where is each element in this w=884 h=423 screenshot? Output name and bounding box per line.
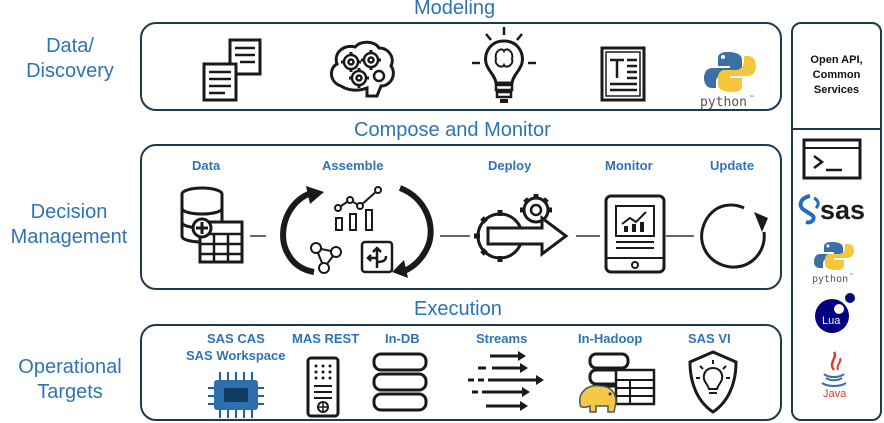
terminal-icon — [802, 138, 862, 180]
sas-wordmark: sas — [820, 195, 865, 225]
shield-lightbulb-icon — [688, 350, 738, 414]
brain-gears-icon — [330, 40, 395, 98]
compose-label-monitor: Monitor — [605, 158, 653, 173]
modeling-title: Modeling — [414, 0, 496, 19]
streams-arrows-icon — [468, 351, 544, 411]
compose-label-deploy: Deploy — [488, 158, 532, 173]
exec-label-mas-rest: MAS REST — [292, 331, 360, 346]
row-label-decision-management: Decision Management — [0, 200, 138, 250]
right-panel-divider — [791, 128, 882, 130]
execution-title: Execution — [414, 298, 502, 320]
hadoop-elephant-db-icon — [579, 352, 656, 413]
cpu-chip-icon — [208, 372, 264, 418]
python-logo-small: python ™ — [812, 242, 854, 285]
exec-label-sas-workspace: SAS Workspace — [186, 348, 286, 363]
exec-label-sas-cas: SAS CAS — [207, 331, 265, 346]
open-api-services-label: Open API, Common Services — [793, 53, 880, 98]
row-label-line: Discovery — [26, 60, 114, 82]
lua-wordmark: Lua — [822, 315, 841, 327]
row-label-operational-targets: Operational Targets — [2, 355, 138, 405]
python-logo: python ™ — [700, 52, 756, 110]
open-api-line: Open API, — [810, 54, 863, 66]
flow-arrows-icon — [360, 240, 394, 274]
java-logo: Java — [821, 351, 847, 400]
compose-label-data: Data — [192, 158, 221, 173]
python-trademark: ™ — [750, 95, 754, 102]
deploy-gear-arrow-icon — [474, 194, 569, 262]
compose-monitor-box — [140, 144, 782, 290]
update-refresh-icon — [700, 203, 768, 269]
open-api-line: Common — [812, 69, 861, 81]
python-word: python — [700, 95, 747, 110]
row-label-line: Data/ — [46, 35, 94, 57]
row-label-data-discovery: Data/ Discovery — [4, 34, 136, 84]
compose-label-assemble: Assemble — [322, 158, 384, 173]
row-label-line: Decision — [30, 201, 108, 223]
bar-line-chart-icon — [334, 186, 382, 231]
documents-icon — [202, 38, 262, 102]
database-table-icon — [180, 186, 244, 264]
row-label-line: Targets — [37, 381, 103, 403]
row-label-line: Operational — [18, 356, 122, 378]
monitor-tablet-icon — [604, 194, 666, 274]
compose-label-update: Update — [710, 158, 755, 173]
exec-label-in-db: In-DB — [385, 331, 420, 346]
python-small-word: python — [812, 274, 848, 285]
exec-label-sas-vi: SAS VI — [688, 331, 731, 346]
lightbulb-brain-icon — [472, 27, 536, 103]
exec-label-streams: Streams — [476, 331, 528, 346]
exec-label-in-hadoop: In-Hadoop — [578, 331, 643, 346]
java-wordmark: Java — [823, 388, 847, 400]
network-nodes-icon — [310, 242, 342, 274]
database-stack-icon — [372, 352, 428, 412]
text-document-icon — [600, 46, 646, 102]
open-api-line: Services — [813, 84, 860, 96]
row-label-line: Management — [10, 226, 128, 248]
assemble-cycle-arrows — [280, 185, 434, 278]
server-tower-icon — [306, 356, 340, 418]
lua-logo: Lua — [815, 293, 855, 333]
sas-logo: sas — [798, 194, 865, 225]
compose-monitor-title: Compose and Monitor — [354, 119, 551, 141]
python-small-trademark: ™ — [850, 273, 853, 279]
